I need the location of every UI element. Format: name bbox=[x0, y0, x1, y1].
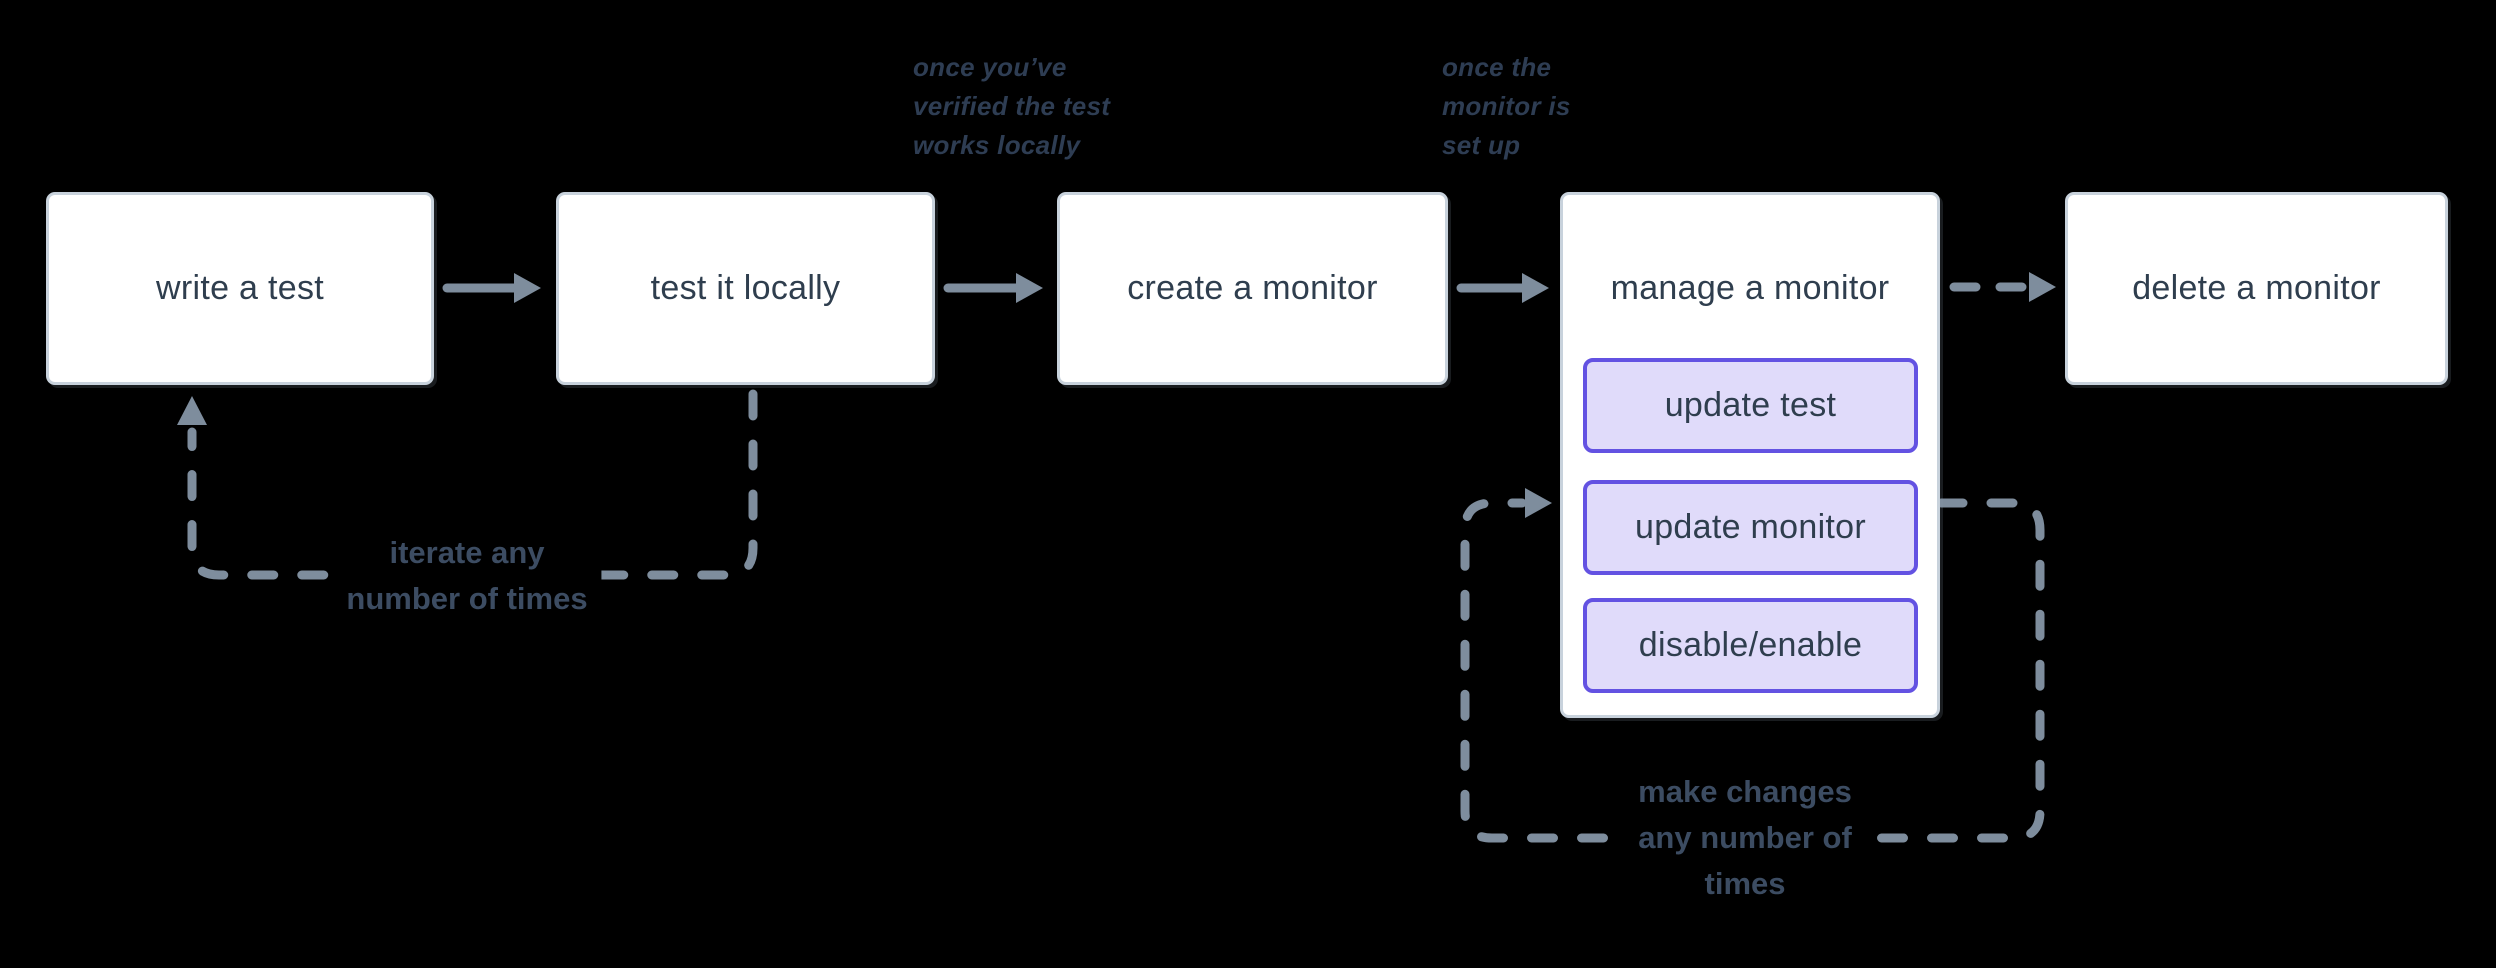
annotation-line: once the bbox=[1442, 52, 1552, 82]
subnode-label: update monitor bbox=[1634, 508, 1866, 546]
node-label: test it locally bbox=[650, 269, 841, 307]
node-label: create a monitor bbox=[1127, 269, 1378, 307]
loop-label-line: iterate any bbox=[389, 535, 545, 570]
subnode-disable-enable: disable/enable bbox=[1583, 598, 1918, 693]
arrowhead-right-icon bbox=[514, 273, 541, 303]
subnode-label: disable/enable bbox=[1638, 626, 1863, 664]
annotation-line: verified the test bbox=[913, 91, 1111, 121]
loop-label-line: any number of bbox=[1638, 820, 1852, 855]
loop-label-make-changes: make changes any number of times bbox=[1624, 769, 1866, 907]
arrowhead-right-icon bbox=[1522, 273, 1549, 303]
annotation-once-verified: once you’ve verified the test works loca… bbox=[913, 48, 1110, 165]
loop-label-iterate: iterate any number of times bbox=[332, 530, 602, 622]
arrow-create-to-manage bbox=[1456, 273, 1549, 303]
arrowhead-up-icon bbox=[177, 396, 207, 425]
arrowhead-right-icon bbox=[1016, 273, 1043, 303]
loop-label-line: make changes bbox=[1638, 774, 1852, 809]
loop-label-line: times bbox=[1704, 866, 1786, 901]
node-label: manage a monitor bbox=[1563, 195, 1937, 382]
subnode-update-test: update test bbox=[1583, 358, 1918, 453]
arrow-test-to-create bbox=[943, 273, 1043, 303]
arrowhead-right-icon bbox=[2029, 272, 2056, 302]
node-label-text: manage a monitor bbox=[1610, 269, 1890, 307]
node-test-locally: test it locally bbox=[556, 192, 935, 385]
subnode-update-monitor: update monitor bbox=[1583, 480, 1918, 575]
node-label: write a test bbox=[156, 269, 324, 307]
arrow-write-to-test bbox=[442, 273, 541, 303]
node-manage-monitor: manage a monitor update test update moni… bbox=[1560, 192, 1940, 718]
annotation-line: works locally bbox=[913, 130, 1081, 160]
annotation-once-set-up: once the monitor is set up bbox=[1442, 48, 1571, 165]
node-write-test: write a test bbox=[46, 192, 434, 385]
arrow-manage-to-delete bbox=[1949, 272, 2056, 302]
subnode-label: update test bbox=[1664, 386, 1837, 424]
annotation-line: once you’ve bbox=[913, 52, 1067, 82]
node-create-monitor: create a monitor bbox=[1057, 192, 1448, 385]
node-label: delete a monitor bbox=[2132, 269, 2381, 307]
annotation-line: set up bbox=[1442, 130, 1521, 160]
node-delete-monitor: delete a monitor bbox=[2065, 192, 2448, 385]
annotation-line: monitor is bbox=[1442, 91, 1571, 121]
arrowhead-right-icon bbox=[1525, 488, 1552, 518]
loop-label-line: number of times bbox=[346, 581, 588, 616]
